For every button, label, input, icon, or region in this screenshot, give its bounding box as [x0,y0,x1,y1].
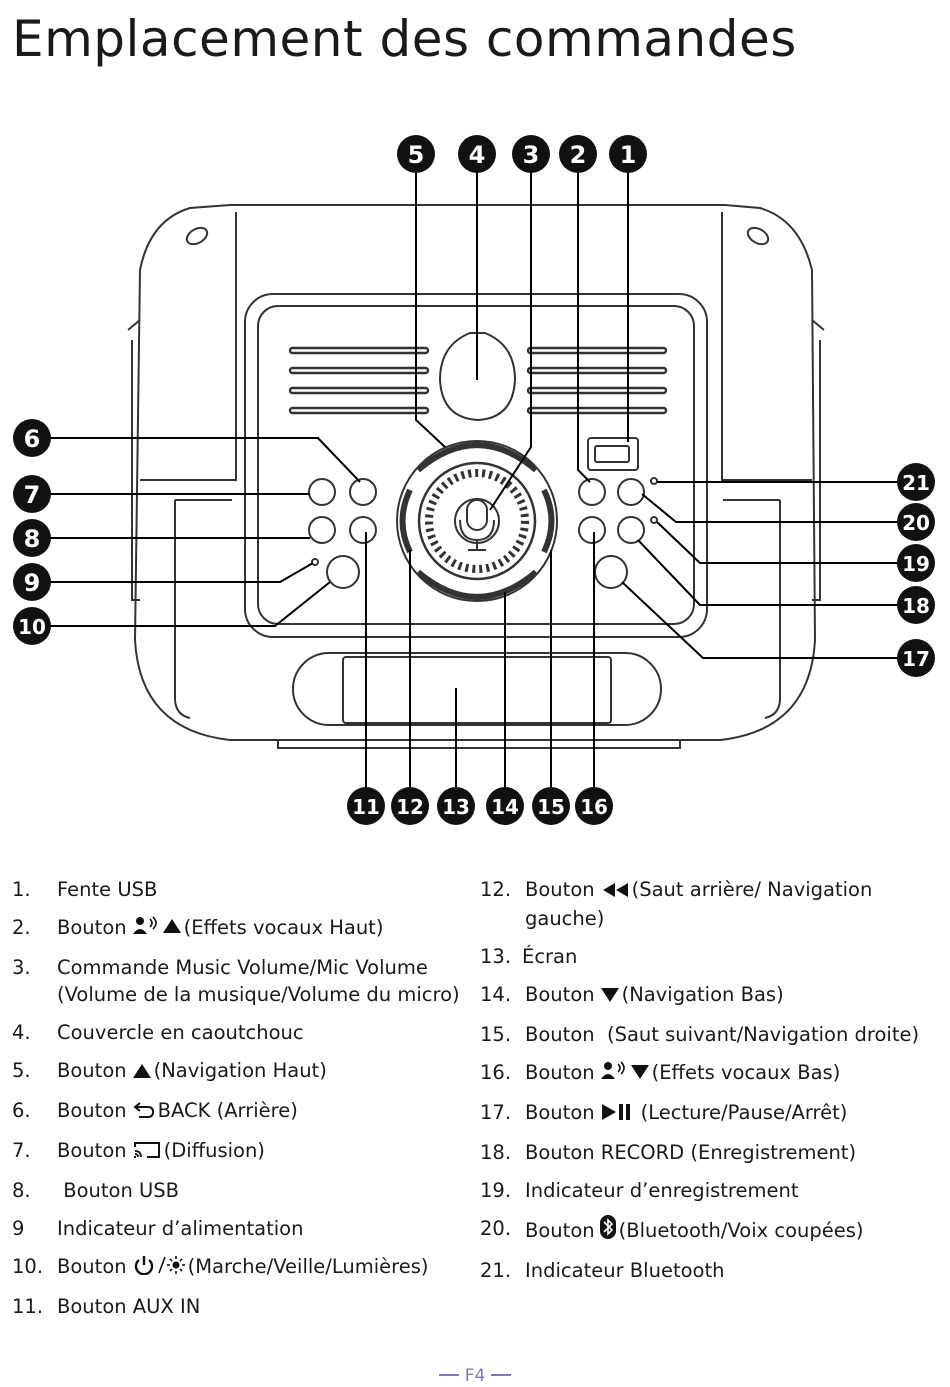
callout-17: 17 [897,639,935,677]
callout-21: 21 [897,463,935,501]
callout-16: 16 [575,787,613,825]
device-diagram: 1 2 3 4 5 6 7 8 9 10 11 12 13 14 15 16 1… [13,135,935,825]
callout-2: 2 [559,135,597,173]
down-arrow-icon [600,983,619,1010]
callout-4: 4 [458,135,496,173]
svg-text:19: 19 [902,552,930,576]
svg-text:3: 3 [523,141,540,169]
callout-15: 15 [532,787,570,825]
voice-effects-up-icon [132,916,181,943]
legend-item-17: 17.Bouton(Lecture/Pause/Arrêt) [480,1099,940,1128]
legend-item-1: 1.Fente USB [12,878,158,901]
voice-effects-down-icon [600,1061,649,1088]
callout-12: 12 [391,787,429,825]
legend-item-13: 13.Écran [480,945,578,968]
callout-1: 1 [609,135,647,173]
legend-item-5: 5.Bouton(Navigation Haut) [12,1057,462,1086]
power-light-icon [133,1255,185,1282]
svg-text:14: 14 [491,795,519,819]
svg-text:20: 20 [902,511,930,535]
svg-text:18: 18 [902,594,930,618]
svg-text:4: 4 [469,141,486,169]
svg-text:1: 1 [620,141,637,169]
legend-item-16: 16.Bouton(Effets vocaux Bas) [480,1059,940,1088]
svg-text:15: 15 [537,795,565,819]
up-arrow-icon [132,1059,151,1086]
legend-item-20: 20.Bouton(Bluetooth/Voix coupées) [480,1215,940,1246]
rewind-icon [601,878,629,905]
legend-item-11: 11.Bouton AUX IN [12,1295,201,1318]
legend-item-2: 2.Bouton(Effets vocaux Haut) [12,914,462,943]
legend-item-21: 21.Indicateur Bluetooth [480,1259,725,1282]
page-number: F4 [464,1366,486,1386]
callout-8: 8 [13,519,51,557]
callout-6: 6 [13,419,51,457]
callout-badges: 1 2 3 4 5 6 7 8 9 10 11 12 13 14 15 16 1… [13,135,935,825]
svg-text:21: 21 [902,471,930,495]
page-title: Emplacement des commandes [12,10,797,68]
legend-right: 12.Bouton(Saut arrière/ Navigation gauch… [480,876,940,1295]
legend-item-18: 18.Bouton RECORD (Enregistrement) [480,1141,857,1164]
callout-20: 20 [897,503,935,541]
callout-10: 10 [13,607,51,645]
callout-18: 18 [897,586,935,624]
cast-icon [133,1139,161,1166]
legend-item-8: 8. Bouton USB [12,1179,180,1202]
callout-5: 5 [397,135,435,173]
callout-14: 14 [486,787,524,825]
svg-text:9: 9 [24,569,41,597]
svg-text:8: 8 [24,525,41,553]
callout-19: 19 [897,544,935,582]
svg-text:10: 10 [18,615,46,639]
page-footer: F4 [0,1366,950,1386]
legend-item-3: 3.Commande Music Volume/Mic Volume (Volu… [12,956,460,1006]
legend-item-7: 7.Bouton(Diffusion) [12,1137,462,1166]
bluetooth-icon [599,1215,617,1246]
play-pause-icon [601,1101,631,1128]
legend-item-10: 10.Bouton(Marche/Veille/Lumières) [12,1253,462,1282]
legend-item-19: 19.Indicateur d’enregistrement [480,1179,799,1202]
legend-item-15: 15.Bouton (Saut suivant/Navigation droit… [480,1023,920,1046]
callout-11: 11 [347,787,385,825]
svg-text:7: 7 [24,481,41,509]
back-icon [133,1099,155,1126]
device-body [127,204,825,749]
leader-lines [32,154,916,806]
legend-left: 1.Fente USB 2.Bouton(Effets vocaux Haut)… [12,876,462,1331]
callout-9: 9 [13,563,51,601]
svg-text:17: 17 [902,647,930,671]
svg-text:6: 6 [24,425,41,453]
legend-item-14: 14.Bouton(Navigation Bas) [480,981,940,1010]
svg-text:11: 11 [352,795,380,819]
legend-item-12: 12.Bouton(Saut arrière/ Navigation gauch… [480,878,873,930]
svg-text:13: 13 [442,795,470,819]
legend-item-4: 4.Couvercle en caoutchouc [12,1021,304,1044]
svg-text:16: 16 [580,795,608,819]
svg-text:2: 2 [570,141,587,169]
svg-text:12: 12 [396,795,424,819]
callout-3: 3 [512,135,550,173]
callout-7: 7 [13,475,51,513]
svg-text:5: 5 [408,141,425,169]
callout-13: 13 [437,787,475,825]
